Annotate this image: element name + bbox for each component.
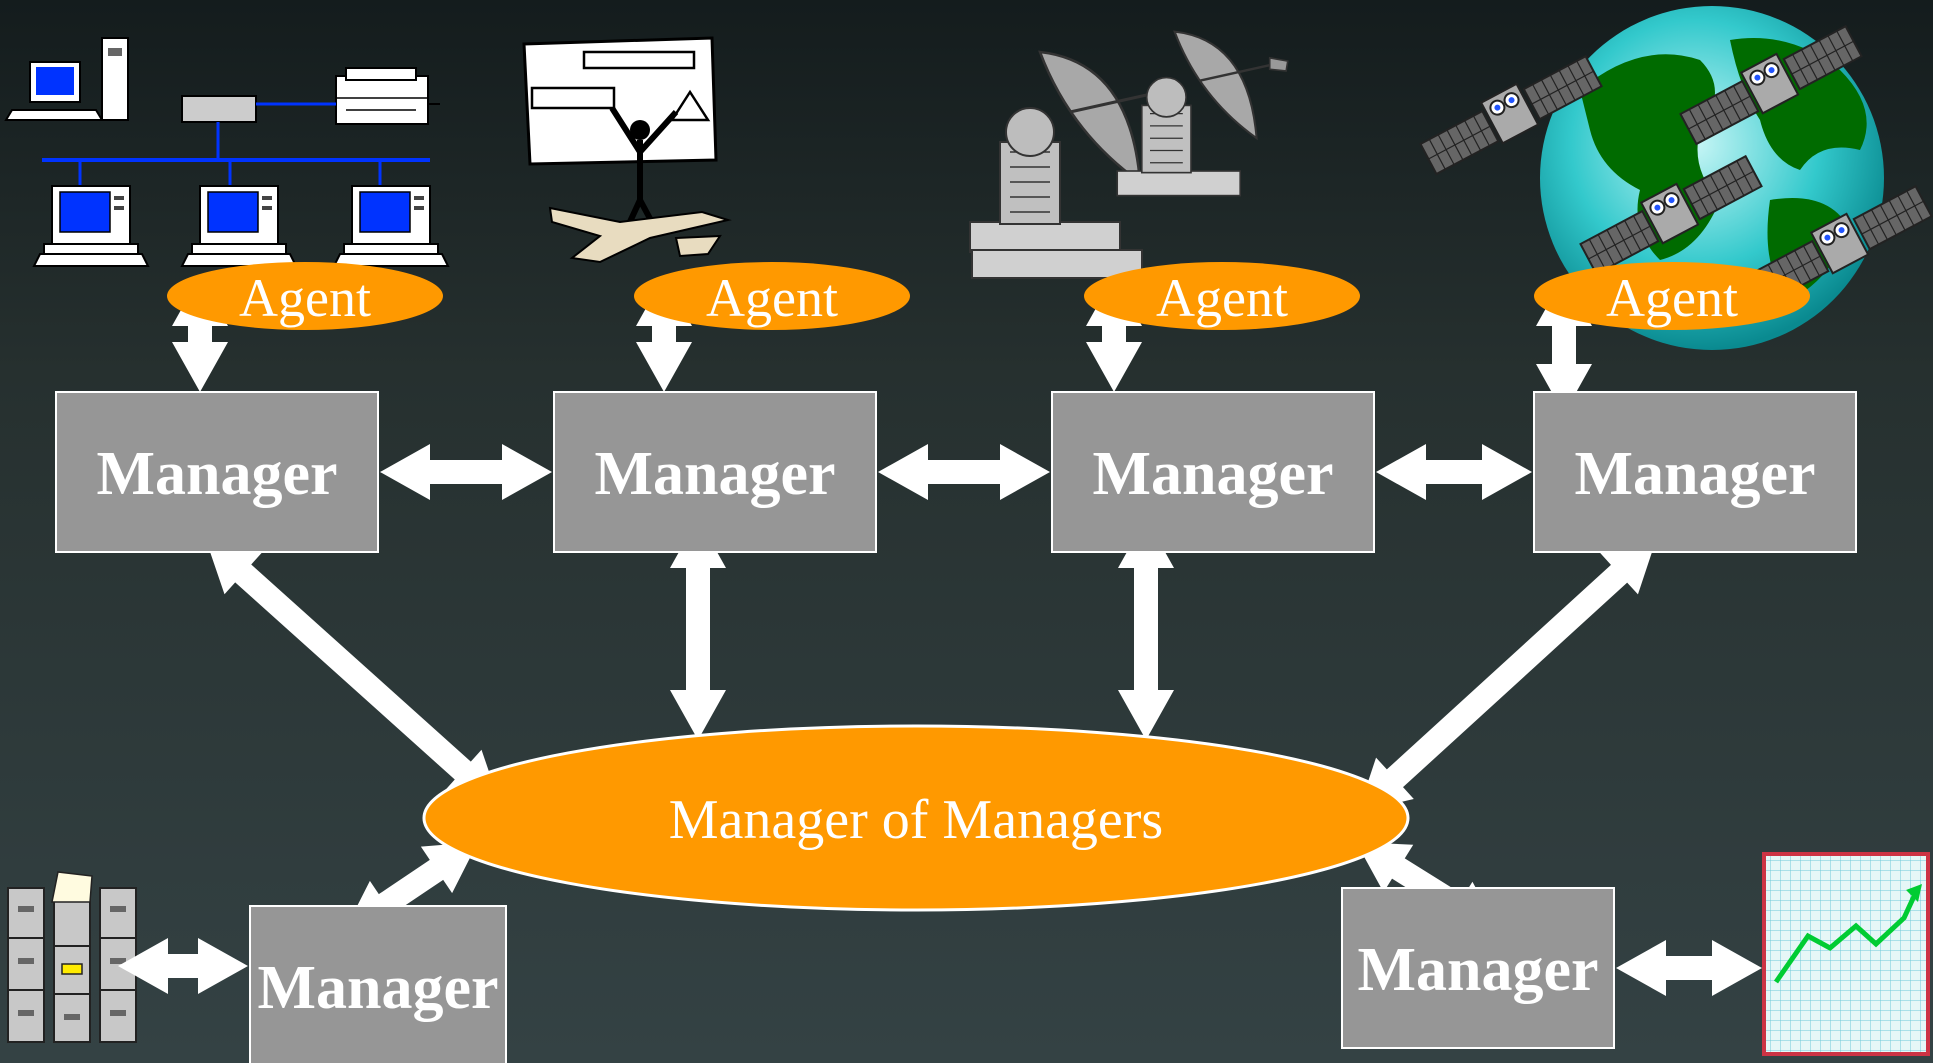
manager-box-6: Manager — [1341, 887, 1615, 1049]
agent-label: Agent — [1156, 268, 1288, 328]
arrow-manager6-chart — [1616, 940, 1762, 996]
file-cabinet-icon — [7, 871, 137, 1043]
agent-dishes: Agent — [1084, 262, 1360, 330]
globe-satellites-icon — [1415, 6, 1933, 350]
arrow-manager2-mom — [670, 518, 726, 740]
manager-box-4: Manager — [1533, 391, 1857, 553]
arrow-manager1-manager2 — [380, 444, 552, 500]
manager-box-5: Manager — [249, 905, 507, 1063]
agent-globe: Agent — [1534, 262, 1810, 330]
manager-box-3: Manager — [1051, 391, 1375, 553]
agent-network: Agent — [167, 262, 443, 330]
manager-box-2: Manager — [553, 391, 877, 553]
manager-label: Manager — [1574, 440, 1815, 508]
stock-chart-icon — [1762, 852, 1930, 1056]
manager-label: Manager — [594, 440, 835, 508]
satellite-dish-icon — [968, 30, 1289, 279]
agent-label: Agent — [239, 268, 371, 328]
computer-network-icon — [4, 37, 449, 267]
arrow-manager2-manager3 — [878, 444, 1050, 500]
manager-label: Manager — [257, 954, 498, 1022]
arrow-manager4-mom — [1358, 540, 1656, 813]
arrow-manager1-mom — [206, 540, 500, 805]
manager-label: Manager — [96, 440, 337, 508]
agent-presenter: Agent — [634, 262, 910, 330]
manager-label: Manager — [1357, 936, 1598, 1004]
connection-arrows — [118, 276, 1762, 996]
arrow-manager3-mom — [1118, 518, 1174, 740]
manager-box-1: Manager — [55, 391, 379, 553]
manager-of-managers-label: Manager of Managers — [669, 789, 1163, 851]
arrow-manager3-manager4 — [1376, 444, 1532, 500]
manager-of-managers: Manager of Managers — [422, 724, 1410, 912]
agent-label: Agent — [1606, 268, 1738, 328]
arrow-cabinet-manager5 — [118, 938, 248, 994]
presenter-whiteboard-icon — [522, 36, 732, 264]
manager-label: Manager — [1092, 440, 1333, 508]
agent-label: Agent — [706, 268, 838, 328]
